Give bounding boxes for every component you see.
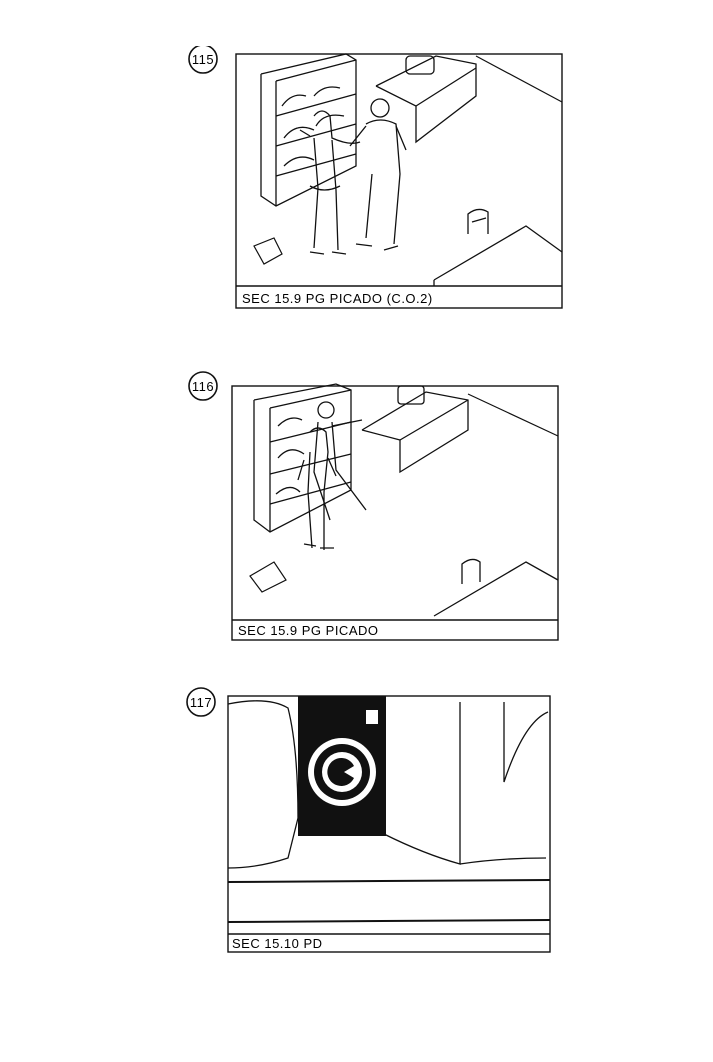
shot-number: 116 [192,379,214,394]
panel-116-drawing: 116 [188,371,559,641]
paper-on-floor [253,237,283,265]
dining-table [433,208,563,286]
storyboard-panel-115: 115 [186,46,566,316]
storyboard-panel-116: 116 [186,370,566,646]
panel-frame [227,695,551,953]
figure-man [349,98,407,251]
panel-117-drawing: 117 SEC 15.10 PD [186,687,551,953]
figure-woman [297,427,337,550]
panel-115-drawing: 115 [188,46,563,309]
shot-number: 117 [190,695,212,710]
storyboard-panel-117: 117 SEC 15.10 PD [184,684,556,956]
paper-on-floor [249,561,287,593]
bookshelf [260,53,357,207]
shot-number-badge: 116 [188,371,218,401]
panel-caption: SEC 15.9 PG PICADO [238,623,379,638]
figure-man [313,401,367,521]
panel-caption: SEC 15.9 PG PICADO (C.O.2) [242,291,433,306]
black-device-icon [298,696,386,836]
shot-number: 115 [192,52,214,67]
counter [361,385,469,474]
shot-number-badge: 115 [188,46,218,74]
background-walls [227,700,551,923]
counter [375,55,477,144]
panel-frame [231,385,559,641]
dining-table [433,558,559,617]
panel-caption: SEC 15.10 PD [232,936,323,951]
shot-number-badge: 117 [186,687,216,717]
